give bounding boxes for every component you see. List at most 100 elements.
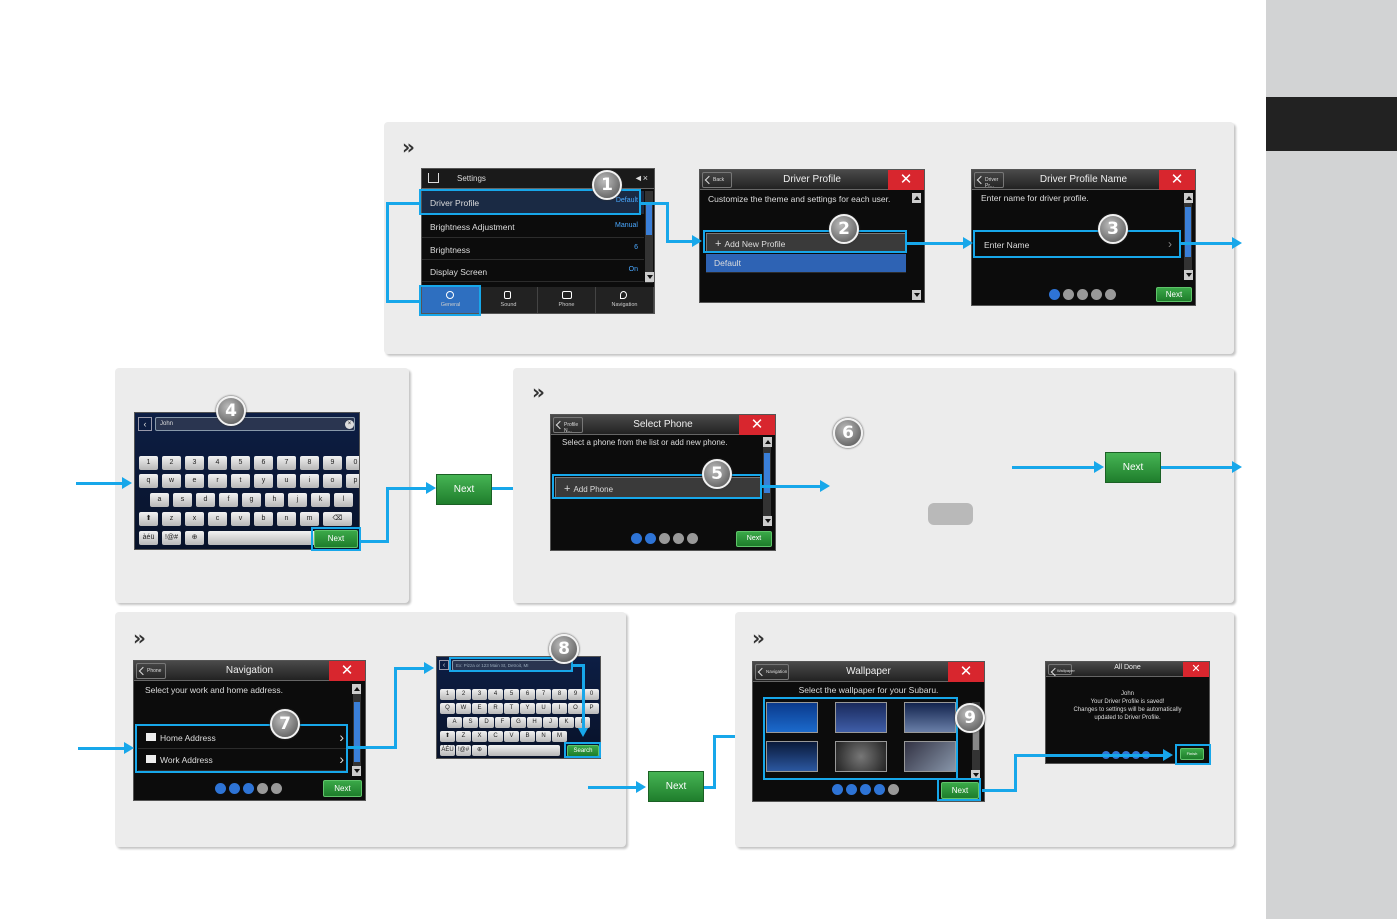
key[interactable]: v (231, 512, 250, 526)
finish-button[interactable]: Finish (1180, 748, 1204, 760)
wallpaper-thumb-3[interactable] (904, 702, 956, 733)
key[interactable]: F (495, 717, 510, 728)
key[interactable]: 6 (520, 689, 535, 700)
key[interactable]: s (173, 493, 192, 507)
scroll-down-icon[interactable] (912, 290, 921, 300)
wallpaper-thumb-5[interactable] (835, 741, 887, 772)
dp-default[interactable]: Default (706, 254, 906, 273)
key[interactable]: j (288, 493, 307, 507)
key[interactable]: w (162, 474, 181, 488)
key[interactable]: 2 (456, 689, 471, 700)
mute-icon[interactable]: ◄× (633, 173, 648, 183)
key[interactable]: X (472, 731, 487, 742)
wallpaper-thumb-2[interactable] (835, 702, 887, 733)
scroll-up-icon[interactable] (352, 684, 361, 694)
close-icon[interactable]: ✕ (739, 415, 775, 435)
backspace-icon[interactable]: ⌫ (323, 512, 352, 526)
key[interactable]: I (552, 703, 567, 714)
next-button[interactable]: Next (941, 782, 979, 799)
key[interactable]: y (254, 474, 273, 488)
key[interactable]: 0 (584, 689, 599, 700)
key[interactable]: V (504, 731, 519, 742)
scroll-up-icon[interactable] (763, 437, 772, 447)
kb-back-button[interactable]: ‹ (439, 660, 449, 670)
key[interactable]: Y (520, 703, 535, 714)
nav-home-address[interactable]: Home Address› (138, 728, 348, 749)
key[interactable]: K (559, 717, 574, 728)
kb-next-button[interactable]: Next (314, 530, 358, 548)
wallpaper-thumb-1[interactable] (766, 702, 818, 733)
key[interactable]: 3 (185, 456, 204, 470)
key[interactable]: h (265, 493, 284, 507)
scroll-thumb[interactable] (973, 714, 979, 750)
next-button-1[interactable]: Next (436, 474, 492, 505)
close-icon[interactable]: ✕ (1159, 170, 1195, 190)
name-input[interactable]: John (155, 417, 355, 431)
key[interactable]: c (208, 512, 227, 526)
scroll-down-icon[interactable] (763, 516, 772, 526)
key[interactable]: o (323, 474, 342, 488)
home-icon[interactable] (428, 173, 439, 183)
wallpaper-thumb-6[interactable] (904, 741, 956, 772)
kb-back-button[interactable]: ‹ (138, 417, 152, 431)
back-button[interactable]: Profile N... (553, 417, 583, 434)
key[interactable]: M (552, 731, 567, 742)
key[interactable]: Z (456, 731, 471, 742)
key[interactable]: a (150, 493, 169, 507)
back-button[interactable]: Back (702, 172, 732, 188)
pn-scrollbar[interactable] (1184, 195, 1192, 279)
key[interactable]: e (185, 474, 204, 488)
back-button[interactable]: Driver Pr... (974, 172, 1004, 189)
close-icon[interactable]: ✕ (948, 662, 984, 682)
key[interactable]: O (568, 703, 583, 714)
key[interactable]: R (488, 703, 503, 714)
key[interactable]: T (504, 703, 519, 714)
key[interactable]: f (219, 493, 238, 507)
key[interactable]: U (536, 703, 551, 714)
key[interactable]: Q (440, 703, 455, 714)
key[interactable]: x (185, 512, 204, 526)
globe-icon[interactable]: ⊕ (185, 531, 204, 545)
scroll-down-icon[interactable] (352, 766, 361, 776)
key[interactable]: r (208, 474, 227, 488)
key[interactable]: G (511, 717, 526, 728)
key[interactable]: 3 (472, 689, 487, 700)
key[interactable]: 2 (162, 456, 181, 470)
wallpaper-thumb-4[interactable] (766, 741, 818, 772)
symbol-key[interactable]: !@# (162, 531, 181, 545)
key[interactable]: 4 (488, 689, 503, 700)
key[interactable]: S (463, 717, 478, 728)
key[interactable]: J (543, 717, 558, 728)
globe-icon[interactable]: ⊕ (472, 745, 487, 756)
key[interactable]: g (242, 493, 261, 507)
key[interactable]: A (447, 717, 462, 728)
nav-work-address[interactable]: Work Address› (138, 750, 348, 771)
key[interactable]: 8 (552, 689, 567, 700)
key[interactable]: P (584, 703, 599, 714)
key[interactable]: z (162, 512, 181, 526)
key[interactable]: H (527, 717, 542, 728)
scroll-down-icon[interactable] (971, 770, 980, 780)
next-button[interactable]: Next (323, 780, 362, 797)
key[interactable]: m (300, 512, 319, 526)
tab-phone[interactable]: Phone (538, 287, 596, 313)
key[interactable]: q (139, 474, 158, 488)
key[interactable]: D (479, 717, 494, 728)
key[interactable]: 9 (323, 456, 342, 470)
close-icon[interactable]: ✕ (329, 661, 365, 681)
key[interactable]: 9 (568, 689, 583, 700)
key[interactable]: k (311, 493, 330, 507)
next-button[interactable]: Next (736, 531, 772, 547)
key[interactable]: 0 (346, 456, 359, 470)
tab-sound[interactable]: Sound (480, 287, 538, 313)
search-button[interactable]: Search (567, 745, 599, 757)
key[interactable]: N (536, 731, 551, 742)
tab-navigation[interactable]: Navigation (596, 287, 654, 313)
key[interactable]: 5 (504, 689, 519, 700)
key[interactable]: 8 (300, 456, 319, 470)
shift-icon[interactable]: ⬆ (440, 731, 455, 742)
key[interactable]: b (254, 512, 273, 526)
